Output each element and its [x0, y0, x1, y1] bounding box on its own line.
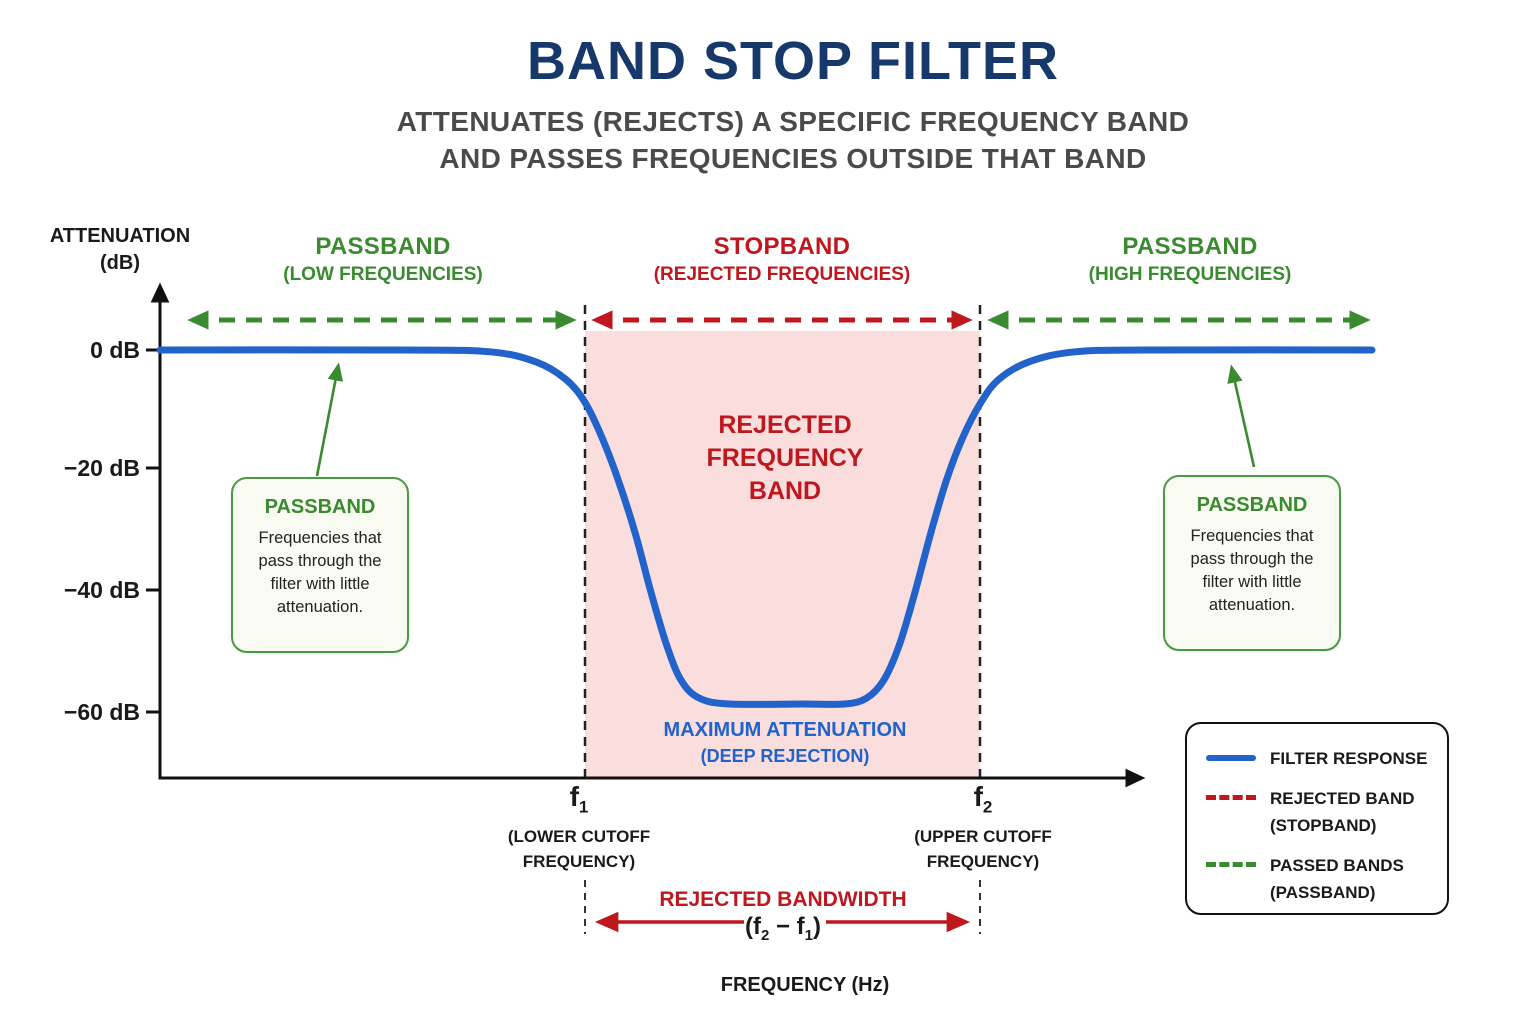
- f2-label-group: f2 (UPPER CUTOFF FREQUENCY): [900, 781, 1066, 874]
- rejected-frequency-band-label: REJECTED FREQUENCY BAND: [706, 411, 864, 505]
- y-tick-0db: 0 dB: [90, 337, 140, 363]
- f1-caption: (LOWER CUTOFF FREQUENCY): [507, 826, 651, 871]
- green-dashed-swatch: [1206, 862, 1256, 867]
- solid-line-swatch: [1206, 755, 1256, 761]
- rejected-bandwidth-title: REJECTED BANDWIDTH: [659, 888, 907, 911]
- page-subtitle: ATTENUATES (REJECTS) A SPECIFIC FREQUENC…: [25, 103, 1536, 177]
- legend-item-rejected-band: REJECTED BAND (STOPBAND): [1206, 785, 1433, 839]
- deep-rejection-label: (DEEP REJECTION): [700, 746, 870, 766]
- page-title: BAND STOP FILTER: [526, 31, 1060, 91]
- red-dashed-swatch: [1206, 795, 1256, 800]
- rejected-bandwidth-formula: (f2 − f1): [744, 913, 821, 944]
- legend-item-filter-response: FILTER RESPONSE: [1206, 745, 1433, 772]
- f2-caption: (UPPER CUTOFF FREQUENCY): [914, 826, 1052, 871]
- left-callout-arrow: [315, 362, 344, 477]
- subtitle-line2: AND PASSES FREQUENCIES OUTSIDE THAT BAND: [439, 143, 1147, 174]
- subtitle-line1: ATTENUATES (REJECTS) A SPECIFIC FREQUENC…: [396, 106, 1190, 137]
- x-axis-title: FREQUENCY (Hz): [720, 974, 890, 996]
- passband-high-label: PASSBAND (HIGH FREQUENCIES): [1088, 233, 1292, 285]
- callout-body: Frequencies that pass through the filter…: [258, 529, 382, 617]
- legend-item-passed-bands: PASSED BANDS (PASSBAND): [1206, 852, 1433, 906]
- callout-title: PASSBAND: [264, 496, 376, 518]
- f2-label: f2: [973, 781, 993, 817]
- legend: FILTER RESPONSE REJECTED BAND (STOPBAND)…: [1185, 722, 1449, 915]
- filter-response-curve: [156, 346, 1376, 708]
- y-tick-20db: −20 dB: [63, 455, 140, 481]
- callout-title: PASSBAND: [1196, 494, 1308, 516]
- right-callout-arrow: [1227, 364, 1256, 468]
- passband-callout-left: PASSBAND Frequencies that pass through t…: [231, 477, 409, 653]
- f1-label-group: f1 (LOWER CUTOFF FREQUENCY): [496, 781, 662, 874]
- callout-body: Frequencies that pass through the filter…: [1190, 527, 1314, 615]
- y-tick-40db: −40 dB: [63, 577, 140, 603]
- y-tick-60db: −60 dB: [63, 699, 140, 725]
- passband-callout-right: PASSBAND Frequencies that pass through t…: [1163, 475, 1341, 651]
- f1-label: f1: [569, 781, 589, 817]
- y-axis-ticks: [146, 348, 160, 714]
- stopband-label: STOPBAND (REJECTED FREQUENCIES): [653, 233, 911, 285]
- y-axis-title: ATTENUATION (dB): [49, 225, 191, 274]
- max-attenuation-label: MAXIMUM ATTENUATION: [663, 719, 907, 741]
- passband-low-label: PASSBAND (LOW FREQUENCIES): [283, 233, 483, 285]
